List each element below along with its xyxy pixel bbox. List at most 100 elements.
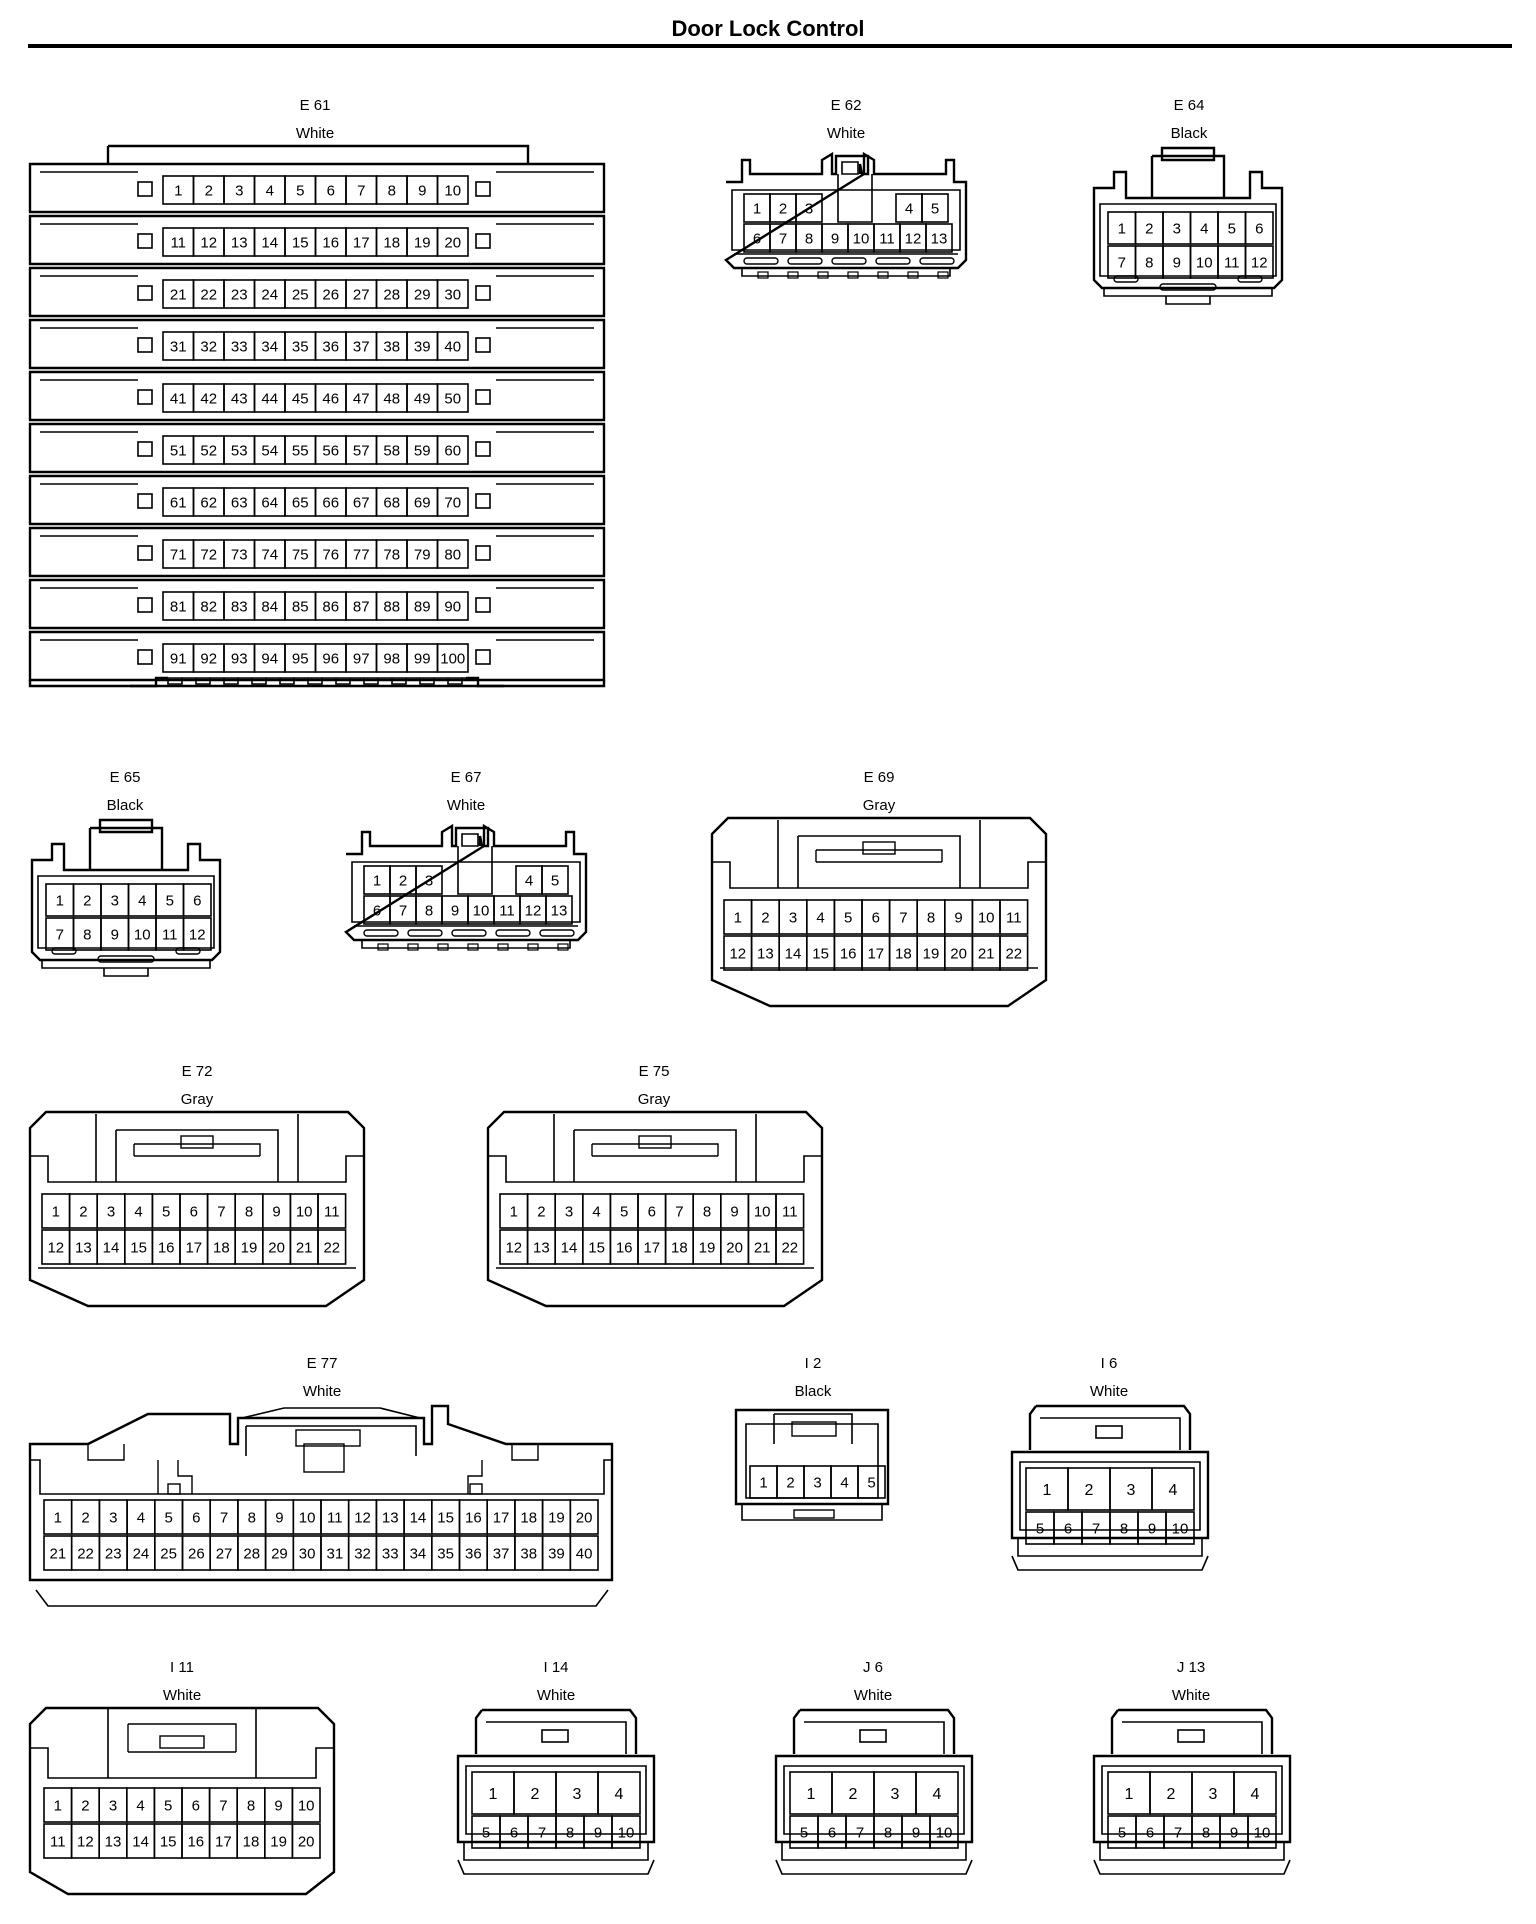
pin-number: 49	[414, 390, 431, 407]
pin-number: 10	[754, 1203, 771, 1220]
pin-number: 7	[899, 909, 907, 926]
pin-number: 13	[551, 902, 568, 919]
pin-2: 2	[526, 1193, 556, 1229]
pin-number: 6	[193, 892, 201, 909]
connector-id: I 14	[543, 1659, 569, 1676]
pin-1: 1	[749, 1465, 778, 1499]
pin-39: 39	[541, 1535, 572, 1571]
connector-id: E 69	[863, 769, 895, 786]
pin-number: 3	[1173, 220, 1181, 237]
pin-number: 7	[1174, 1824, 1182, 1841]
pin-number: 81	[170, 598, 187, 615]
pin-number: 54	[261, 442, 278, 459]
pin-number: 21	[50, 1545, 67, 1562]
pin-number: 20	[726, 1239, 743, 1256]
connector-id: E 64	[1173, 97, 1205, 114]
pin-62: 62	[192, 487, 225, 517]
pin-number: 11	[1224, 254, 1240, 271]
pin-number: 28	[383, 286, 400, 303]
pin-2: 2	[513, 1771, 557, 1815]
pin-2: 2	[70, 1499, 101, 1535]
pin-number: 21	[296, 1239, 313, 1256]
pin-1: 1	[1107, 1771, 1151, 1815]
pin-1: 1	[1107, 211, 1137, 245]
pin-37: 37	[486, 1535, 516, 1571]
pin-number: 97	[353, 650, 370, 667]
connector-color: White	[853, 1687, 893, 1704]
pin-number: 7	[779, 230, 787, 247]
pin-10: 10	[292, 1499, 322, 1535]
pin-number: 4	[138, 892, 146, 909]
pin-10: 10	[1165, 1511, 1195, 1545]
pin-number: 68	[383, 494, 400, 511]
pin-68: 68	[375, 487, 408, 517]
pin-number: 8	[247, 1797, 255, 1814]
pin-27: 27	[345, 279, 378, 309]
pin-number: 7	[217, 1203, 225, 1220]
connector-color: White	[1089, 1383, 1129, 1400]
pin-14: 14	[554, 1229, 584, 1265]
pin-number: 1	[510, 1203, 518, 1220]
pin-number: 7	[219, 1797, 227, 1814]
pin-45: 45	[284, 383, 317, 413]
pin-8: 8	[1134, 245, 1164, 279]
pin-9: 9	[262, 1193, 292, 1229]
pin-3: 3	[873, 1771, 917, 1815]
pin-number: 10	[473, 902, 490, 919]
pin-number: 19	[548, 1509, 565, 1526]
pin-5: 5	[609, 1193, 639, 1229]
pin-6: 6	[363, 895, 391, 925]
pin-number: 4	[1169, 1482, 1178, 1499]
pin-11: 11	[43, 1823, 73, 1859]
pin-10: 10	[467, 895, 495, 925]
connector-color: Black	[106, 797, 144, 814]
pin-number: 84	[261, 598, 278, 615]
pin-number: 9	[954, 909, 962, 926]
pin-32: 32	[192, 331, 225, 361]
pin-11: 11	[320, 1499, 350, 1535]
pin-number: 15	[130, 1239, 147, 1256]
pin-number: 36	[322, 338, 339, 355]
pin-47: 47	[345, 383, 378, 413]
pin-13: 13	[750, 935, 780, 971]
pin-4: 4	[1151, 1467, 1195, 1511]
pin-9: 9	[944, 899, 974, 935]
pin-5: 5	[154, 1499, 184, 1535]
pin-number: 83	[231, 598, 248, 615]
pin-number: 67	[353, 494, 370, 511]
pin-8: 8	[375, 175, 408, 205]
pin-number: 28	[243, 1545, 260, 1562]
pin-37: 37	[345, 331, 378, 361]
pin-40: 40	[569, 1535, 599, 1571]
pin-number: 31	[327, 1545, 344, 1562]
pin-20: 20	[720, 1229, 750, 1265]
pin-number: 4	[1200, 220, 1208, 237]
pin-4: 4	[1233, 1771, 1277, 1815]
pin-2: 2	[776, 1465, 805, 1499]
pin-number: 3	[789, 909, 797, 926]
pin-13: 13	[925, 223, 953, 253]
pin-number: 19	[270, 1833, 287, 1850]
pin-number: 3	[813, 1474, 821, 1491]
pin-number: 71	[170, 546, 187, 563]
pin-number: 2	[786, 1474, 794, 1491]
pin-number: 64	[261, 494, 278, 511]
pin-94: 94	[253, 643, 286, 673]
pin-13: 13	[98, 1823, 128, 1859]
pin-number: 11	[50, 1833, 66, 1850]
pin-number: 44	[261, 390, 278, 407]
pin-13: 13	[375, 1499, 405, 1535]
pin-number: 10	[978, 909, 995, 926]
pin-7: 7	[888, 899, 919, 935]
pin-number: 4	[905, 200, 913, 217]
pin-number: 8	[566, 1824, 574, 1841]
connector-id: J 13	[1176, 1659, 1206, 1676]
pin-number: 10	[1254, 1824, 1271, 1841]
pin-number: 60	[444, 442, 461, 459]
pin-38: 38	[375, 331, 408, 361]
pin-number: 13	[757, 945, 774, 962]
pin-10: 10	[436, 175, 469, 205]
pin-number: 16	[616, 1239, 633, 1256]
pin-81: 81	[162, 591, 195, 621]
